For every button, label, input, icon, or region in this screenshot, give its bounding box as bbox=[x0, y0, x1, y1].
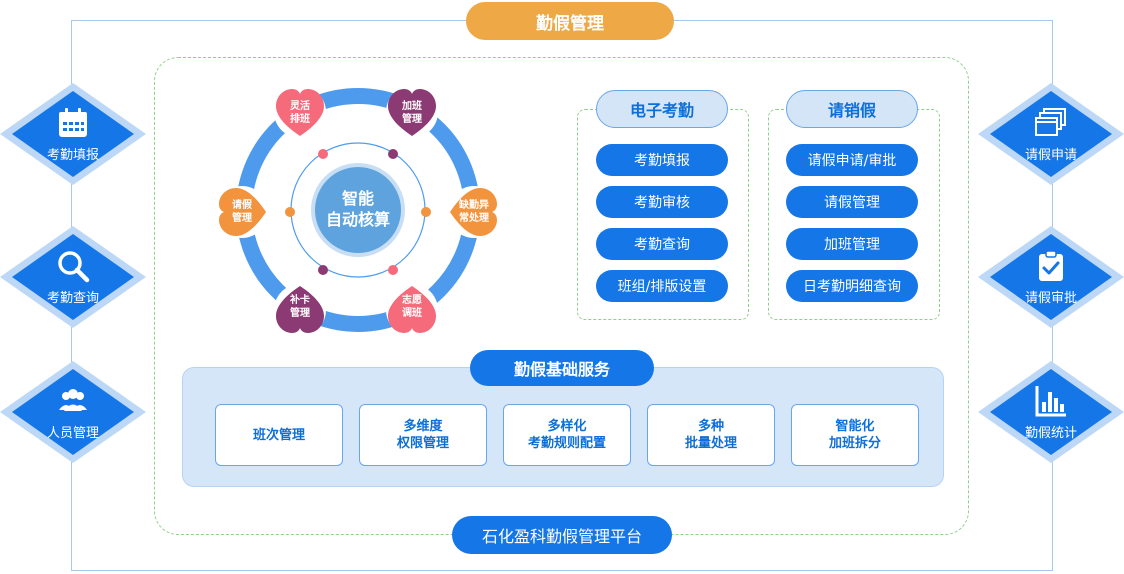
menu-item[interactable]: 考勤查询 bbox=[596, 228, 728, 260]
service-line: 班次管理 bbox=[252, 427, 305, 443]
menu-item[interactable]: 请假管理 bbox=[786, 186, 918, 218]
header-title: 勤假管理 bbox=[466, 2, 674, 40]
right-item-label: 请假审批 bbox=[1024, 290, 1077, 306]
right-item-leave-approve[interactable]: 请假审批 bbox=[978, 226, 1124, 328]
menu-item[interactable]: 考勤填报 bbox=[596, 144, 728, 176]
petal-line: 请假 bbox=[232, 200, 252, 211]
petal-label: 志愿 调班 bbox=[392, 294, 432, 320]
service-box[interactable]: 多种 批量处理 bbox=[647, 404, 775, 466]
petal-line: 常处理 bbox=[459, 213, 489, 224]
left-item-label: 人员管理 bbox=[46, 425, 99, 441]
service-line: 批量处理 bbox=[684, 436, 737, 451]
petal-line: 加班 bbox=[402, 101, 422, 112]
service-line: 权限管理 bbox=[396, 436, 449, 451]
petal-line: 补卡 bbox=[290, 295, 310, 306]
clipboard-check-icon bbox=[1039, 249, 1063, 281]
petal-label: 请假 管理 bbox=[220, 199, 264, 225]
right-item-label: 勤假统计 bbox=[1024, 425, 1077, 441]
search-icon bbox=[58, 250, 90, 282]
petal-label: 缺勤异 常处理 bbox=[450, 199, 498, 225]
service-line: 考勤规则配置 bbox=[527, 436, 606, 451]
right-item-statistics[interactable]: 勤假统计 bbox=[978, 361, 1124, 463]
center-line-1: 智能 bbox=[341, 189, 374, 208]
left-item-personnel[interactable]: 人员管理 bbox=[0, 361, 146, 463]
service-line: 智能化 bbox=[835, 419, 875, 434]
petal-label: 补卡 管理 bbox=[280, 294, 320, 320]
petal-line: 灵活 bbox=[290, 101, 310, 112]
service-line: 多维度 bbox=[403, 419, 443, 434]
left-item-label: 考勤填报 bbox=[46, 147, 99, 163]
petal-leave-management bbox=[216, 186, 268, 238]
menu-item[interactable]: 请假申请/审批 bbox=[786, 144, 918, 176]
menu-item[interactable]: 考勤审核 bbox=[596, 186, 728, 218]
windows-icon bbox=[1035, 107, 1066, 136]
bar-chart-icon bbox=[1035, 385, 1066, 416]
smart-calculation-ring: 智能 自动核算 灵活 排班 加班 管理 缺勤异 常处理 志愿 调班 补卡 管理 … bbox=[212, 82, 504, 342]
petal-line: 管理 bbox=[402, 114, 422, 125]
ring-center-label: 智能 自动核算 bbox=[308, 188, 408, 230]
service-box[interactable]: 智能化 加班拆分 bbox=[791, 404, 919, 466]
right-item-leave-apply[interactable]: 请假申请 bbox=[978, 83, 1124, 185]
petal-line: 调班 bbox=[402, 308, 422, 319]
petal-overtime-management bbox=[386, 86, 438, 138]
petal-label: 灵活 排班 bbox=[280, 100, 320, 126]
menu-item[interactable]: 班组/排版设置 bbox=[596, 270, 728, 302]
menu-item[interactable]: 加班管理 bbox=[786, 228, 918, 260]
service-box[interactable]: 班次管理 bbox=[215, 404, 343, 466]
service-line: 加班拆分 bbox=[828, 436, 881, 451]
petal-volunteer-shift bbox=[386, 284, 438, 336]
petal-punch-fix bbox=[274, 284, 326, 336]
left-item-attendance-query[interactable]: 考勤查询 bbox=[0, 226, 146, 328]
platform-title: 石化盈科勤假管理平台 bbox=[452, 516, 672, 554]
petal-line: 管理 bbox=[290, 308, 310, 319]
base-services-title: 勤假基础服务 bbox=[470, 350, 654, 386]
service-box[interactable]: 多维度 权限管理 bbox=[359, 404, 487, 466]
service-box[interactable]: 多样化 考勤规则配置 bbox=[503, 404, 631, 466]
left-item-label: 考勤查询 bbox=[46, 290, 99, 306]
petal-flexible-scheduling bbox=[274, 86, 326, 138]
center-line-2: 自动核算 bbox=[325, 210, 390, 229]
service-line: 多样化 bbox=[547, 419, 587, 434]
column-title: 电子考勤 bbox=[596, 90, 728, 128]
calendar-icon bbox=[59, 107, 87, 137]
right-item-label: 请假申请 bbox=[1024, 147, 1077, 163]
petal-line: 排班 bbox=[290, 114, 310, 125]
petal-label: 加班 管理 bbox=[392, 100, 432, 126]
petal-absence-handling bbox=[448, 186, 500, 238]
petal-line: 管理 bbox=[232, 213, 252, 224]
users-icon bbox=[59, 388, 87, 411]
column-title: 请销假 bbox=[786, 90, 918, 128]
left-item-attendance-entry[interactable]: 考勤填报 bbox=[0, 83, 146, 185]
petal-line: 缺勤异 bbox=[459, 200, 489, 211]
petal-line: 志愿 bbox=[402, 295, 422, 306]
service-line: 多种 bbox=[697, 419, 724, 434]
menu-item[interactable]: 日考勤明细查询 bbox=[786, 270, 918, 302]
